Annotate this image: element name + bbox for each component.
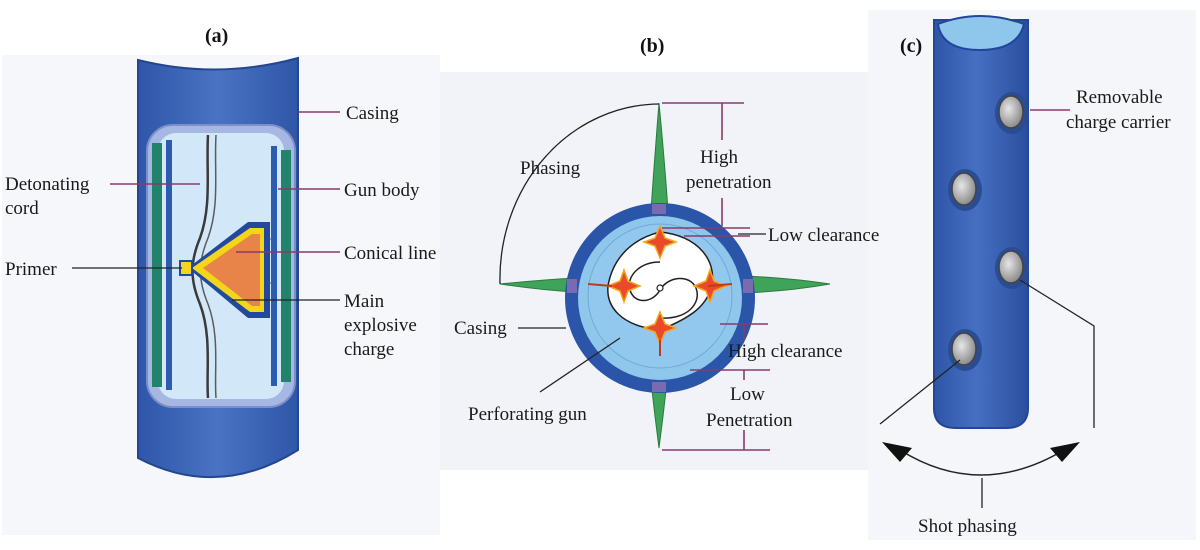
green-band-right xyxy=(281,150,291,382)
shot-hole-2 xyxy=(948,169,982,211)
label-high-penetration-2: penetration xyxy=(686,172,772,193)
label-phasing: Phasing xyxy=(520,158,581,179)
label-primer: Primer xyxy=(5,259,57,280)
label-conical-line: Conical line xyxy=(344,243,436,264)
arrowhead-right xyxy=(1050,442,1080,462)
center-point xyxy=(656,284,664,292)
label-high-clearance: High clearance xyxy=(728,341,842,362)
green-band-left xyxy=(152,143,162,387)
panel-b-title: (b) xyxy=(640,35,664,57)
label-casing-b: Casing xyxy=(454,318,507,339)
green-band-left-inner xyxy=(166,140,172,390)
ring-tab-right xyxy=(743,279,753,293)
ring-tab-bottom xyxy=(652,382,666,392)
panel-c: (c) Removable ch xyxy=(879,15,1171,537)
label-main-charge-3: charge xyxy=(344,339,394,360)
label-low-penetration-1: Low xyxy=(730,384,765,405)
panel-a-title: (a) xyxy=(205,25,228,47)
label-low-clearance: Low clearance xyxy=(768,225,879,246)
jet-spike-right xyxy=(707,283,733,287)
label-shot-phasing: Shot phasing xyxy=(918,516,1017,537)
label-casing-a: Casing xyxy=(346,103,399,124)
label-main-charge-1: Main xyxy=(344,291,385,312)
label-main-charge-2: explosive xyxy=(344,315,417,336)
label-detonating-cord-1: Detonating xyxy=(5,174,90,195)
jet-spike-left xyxy=(587,283,613,287)
ring-tab-left xyxy=(567,279,577,293)
label-gun-body: Gun body xyxy=(344,180,420,201)
panel-c-background xyxy=(868,10,1196,540)
shot-phasing-arc xyxy=(899,449,1065,476)
label-detonating-cord-2: cord xyxy=(5,198,39,219)
arrowhead-left xyxy=(882,442,912,462)
shot-hole-3 xyxy=(995,247,1029,289)
label-removable-carrier-1: Removable xyxy=(1076,87,1163,108)
tube-opening xyxy=(936,15,1026,52)
label-high-penetration-1: High xyxy=(700,147,739,168)
charge-carrier-tube xyxy=(933,19,1029,429)
flash-left xyxy=(606,267,642,305)
phasing-arc xyxy=(499,103,660,285)
shot-hole-1 xyxy=(995,92,1029,134)
flash-top xyxy=(641,224,679,260)
panel-a: (a) Casing Detonating cord Gu xyxy=(5,25,436,479)
shot-hole-4 xyxy=(948,329,982,371)
panel-b: (b) xyxy=(454,35,879,451)
panel-c-title: (c) xyxy=(900,35,922,57)
green-band-right-inner xyxy=(271,146,277,386)
label-low-penetration-2: Penetration xyxy=(706,410,793,431)
ring-tab-top xyxy=(652,204,666,214)
label-perforating-gun: Perforating gun xyxy=(468,404,587,425)
label-removable-carrier-2: charge carrier xyxy=(1066,112,1171,133)
